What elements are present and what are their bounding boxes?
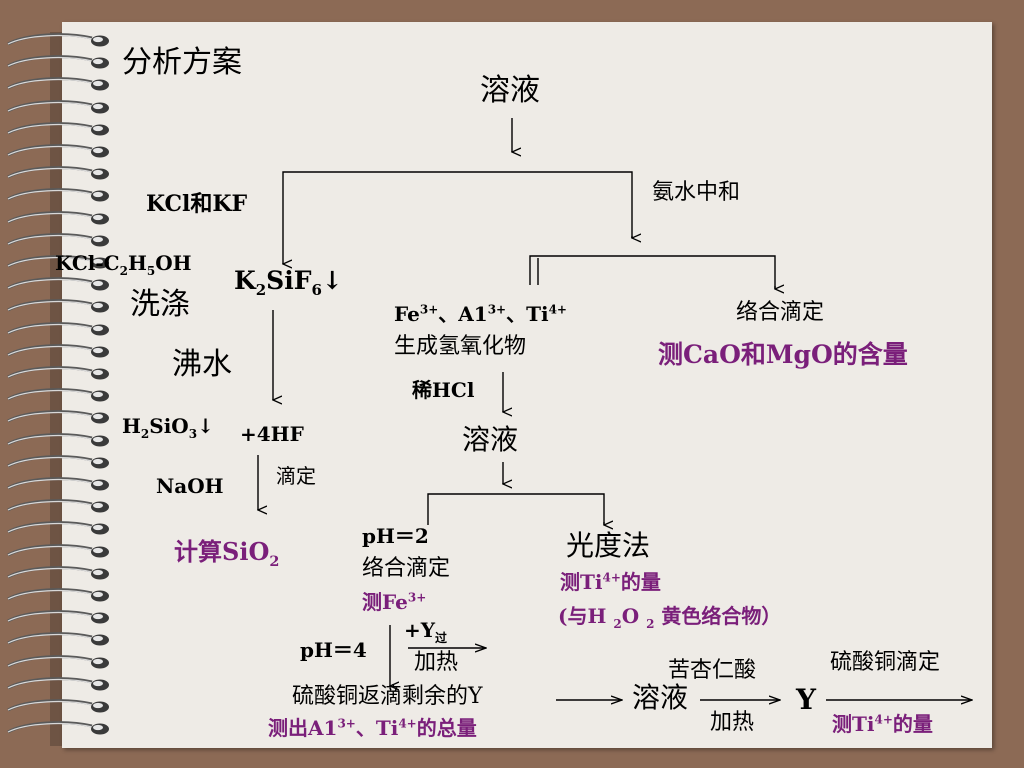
root-solution: 溶液: [480, 73, 540, 108]
spiral-binding-ring-icon: [6, 385, 110, 407]
spiral-binding-ring-icon: [6, 30, 110, 52]
bitter-almond-acid-label: 苦杏仁酸: [668, 658, 757, 683]
heat-label-1: 加热: [414, 650, 459, 675]
branch-right: [529, 255, 776, 288]
heat-label-2: 加热: [710, 710, 755, 735]
spiral-binding-ring-icon: [6, 230, 110, 252]
measure-fe-result: 测Fe3+: [362, 590, 427, 614]
spiral-binding-ring-icon: [6, 407, 110, 429]
spiral-binding-ring-icon: [6, 541, 110, 563]
spiral-binding-ring-icon: [6, 674, 110, 696]
spiral-binding-ring-icon: [6, 97, 110, 119]
measure-cao-mgo-result: 测CaO和MgO的含量: [658, 340, 908, 369]
spiral-binding-ring-icon: [6, 452, 110, 474]
plus-4hf-label: +4HF: [240, 422, 304, 446]
spiral-binding-ring-icon: [6, 718, 110, 740]
kcl-kf-label: KCl和KF: [146, 191, 248, 217]
spiral-binding-ring-icon: [6, 518, 110, 540]
titrate-label: 滴定: [276, 464, 316, 488]
cuso4-titration-label: 硫酸铜滴定: [830, 650, 941, 675]
spiral-binding-ring-icon: [6, 52, 110, 74]
hydroxide-label: 生成氢氧化物: [394, 334, 527, 359]
spiral-binding-ring-icon: [6, 585, 110, 607]
spiral-binding-ring-icon: [6, 119, 110, 141]
naoh-label: NaOH: [156, 474, 224, 498]
spiral-binding-ring-icon: [6, 696, 110, 718]
spiral-binding-ring-icon: [6, 185, 110, 207]
branch-lower: [427, 493, 605, 525]
spiral-binding-ring-icon: [6, 496, 110, 518]
spiral-binding-ring-icon: [6, 341, 110, 363]
spiral-binding-ring-icon: [6, 296, 110, 318]
spiral-binding-ring-icon: [6, 363, 110, 385]
spiral-binding-ring-icon: [6, 319, 110, 341]
h2sio3-label: H2SiO3↓: [122, 414, 214, 441]
complex-titration-2: 络合滴定: [362, 556, 451, 581]
hydroxide-ions-label: Fe3+、A13+、Ti4+: [394, 302, 567, 326]
spiral-binding-ring-icon: [6, 563, 110, 585]
kcl-ethanol-label: KCl-C2H5OH: [55, 251, 192, 278]
branch-top: [282, 171, 633, 262]
spiral-binding-ring-icon: [6, 430, 110, 452]
ammonia-neutralize: 氨水中和: [652, 180, 741, 205]
spiral-binding-ring-icon: [6, 252, 110, 274]
photometry-label: 光度法: [566, 529, 651, 562]
spiral-binding-ring-icon: [6, 74, 110, 96]
k2sif6-precipitate: K2SiF6↓: [234, 266, 343, 299]
measure-ti2-result: 测Ti4+的量: [832, 712, 933, 736]
spiral-binding-ring-icon: [6, 163, 110, 185]
mid-solution: 溶液: [462, 423, 519, 456]
dilute-hcl-label: 稀HCl: [412, 378, 475, 402]
spiral-binding-ring-icon: [6, 141, 110, 163]
bottom-solution: 溶液: [632, 681, 689, 714]
complex-titration-1: 络合滴定: [736, 300, 825, 325]
calc-sio2-result: 计算SiO2: [174, 537, 280, 570]
ph4-label: pH＝4: [300, 638, 367, 662]
spiral-binding-ring-icon: [6, 607, 110, 629]
ph2-label: pH＝2: [362, 524, 429, 548]
spiral-binding-ring-icon: [6, 652, 110, 674]
total-al-ti-result: 测出A13+、Ti4+的总量: [268, 716, 477, 740]
plus-y-excess-label: +Y过: [404, 618, 448, 645]
diagram-title: 分析方案: [122, 45, 242, 80]
spiral-binding-ring-icon: [6, 474, 110, 496]
h2o2-note: (与H 2O 2 黄色络合物）: [558, 604, 782, 631]
spiral-binding-ring-icon: [6, 208, 110, 230]
notebook-page: [62, 22, 992, 748]
back-titration-label: 硫酸铜返滴剩余的Y: [292, 684, 483, 709]
y-label: Y: [796, 683, 816, 716]
measure-ti-result: 测Ti4+的量: [560, 570, 661, 594]
wash-step: 洗涤: [130, 287, 190, 322]
spiral-binding-ring-icon: [6, 629, 110, 651]
spiral-binding-ring-icon: [6, 274, 110, 296]
boil-water-step: 沸水: [172, 347, 232, 382]
